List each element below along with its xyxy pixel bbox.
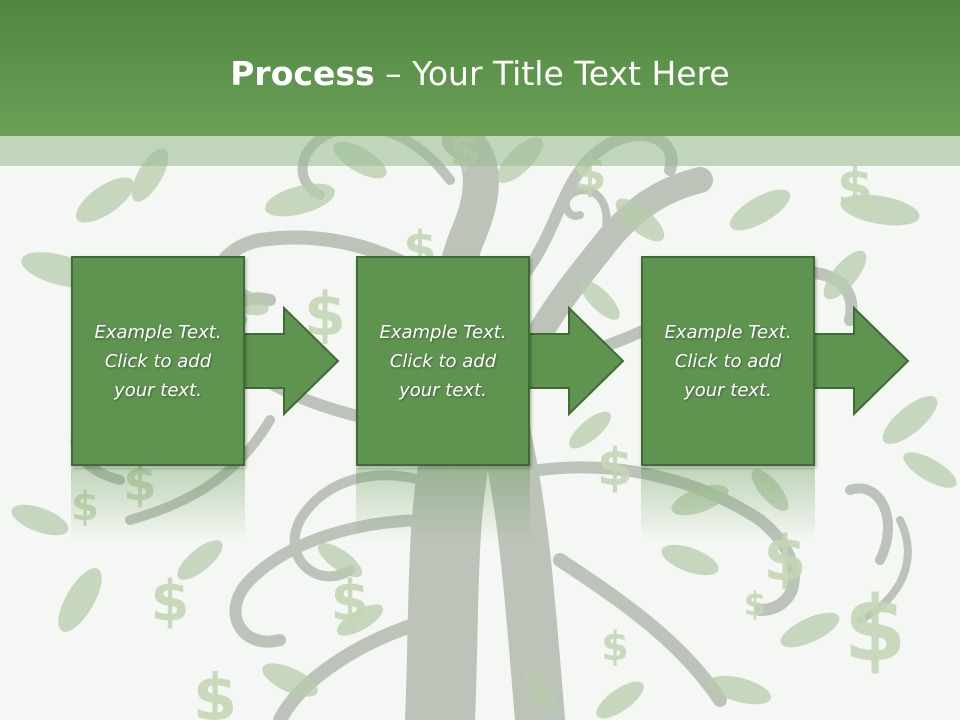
step-box-2[interactable]: Example Text. Click to add your text. [356,256,530,466]
svg-text:$: $ [837,158,873,218]
step-box-3[interactable]: Example Text. Click to add your text. [641,256,815,466]
svg-text:$: $ [744,585,766,623]
svg-text:$: $ [193,662,238,720]
svg-text:$: $ [844,577,907,682]
title-bold: Process [230,54,375,93]
title-rest: – Your Title Text Here [374,54,730,93]
svg-text:$: $ [331,569,370,634]
arrow-right-icon [524,305,625,417]
step-box-1[interactable]: Example Text. Click to add your text. [71,256,245,466]
step-2-reflection [356,468,530,540]
svg-text:$: $ [597,438,633,498]
svg-text:$: $ [151,569,190,634]
svg-text:$: $ [71,484,99,530]
title-bar [0,0,960,136]
step-1-text[interactable]: Example Text. Click to add your text. [94,321,222,401]
step-2-text[interactable]: Example Text. Click to add your text. [379,321,507,401]
svg-text:$: $ [601,624,629,670]
arrow-right-icon [809,305,910,417]
title-strip [0,136,960,166]
svg-text:$: $ [763,522,806,595]
arrow-right-icon [239,305,340,417]
step-1-reflection [71,468,245,540]
step-3-reflection [641,468,815,540]
slide-title[interactable]: Process – Your Title Text Here [0,52,960,96]
step-3-text[interactable]: Example Text. Click to add your text. [664,321,792,401]
